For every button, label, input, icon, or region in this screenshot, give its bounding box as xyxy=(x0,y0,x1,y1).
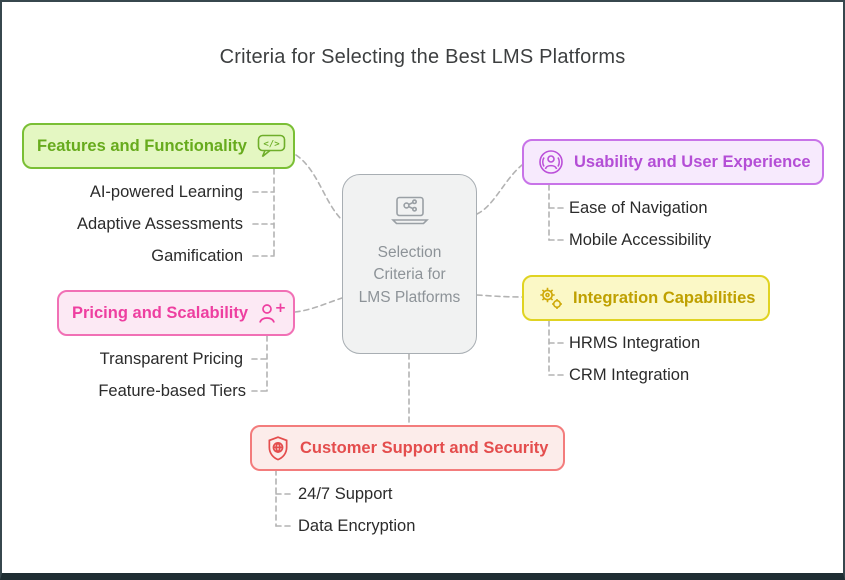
connector-leaf-stub xyxy=(252,191,275,257)
center-node: Selection Criteria for LMS Platforms xyxy=(342,174,477,354)
page-title: Criteria for Selecting the Best LMS Plat… xyxy=(219,46,626,68)
connector-center-integration xyxy=(476,294,523,298)
user-plus-icon xyxy=(257,300,287,326)
connector-center-pricing xyxy=(294,297,343,313)
leaf-item: CRM Integration xyxy=(569,366,690,384)
branch-features-label: Features and Functionality xyxy=(37,136,247,155)
svg-text:</>: </> xyxy=(263,139,280,149)
user-signal-icon xyxy=(537,148,565,176)
leaf-item: Data Encryption xyxy=(298,517,416,535)
connector-center-features xyxy=(295,154,343,221)
connector-center-usability xyxy=(476,164,523,215)
ai-code-bubble-icon: </> xyxy=(256,133,287,160)
laptop-network-icon xyxy=(390,195,430,232)
branch-pricing-pill: Pricing and Scalability xyxy=(57,290,295,336)
leaf-item: 24/7 Support xyxy=(298,485,393,503)
branch-integration-pill: Integration Capabilities xyxy=(522,275,770,321)
leaf-item: Feature-based Tiers xyxy=(98,382,246,400)
leaf-item: AI-powered Learning xyxy=(89,183,243,201)
connector-leaf-stub xyxy=(548,207,565,241)
branch-integration-label: Integration Capabilities xyxy=(573,288,756,307)
branch-usability-label: Usability and User Experience xyxy=(574,152,811,171)
leaf-item: Gamification xyxy=(151,247,243,265)
shield-globe-icon xyxy=(265,435,291,462)
branch-pricing-label: Pricing and Scalability xyxy=(72,303,249,322)
branch-support-pill: Customer Support and Security xyxy=(250,425,565,471)
gears-icon xyxy=(537,285,564,312)
leaf-item: HRMS Integration xyxy=(569,334,701,352)
branch-usability-pill: Usability and User Experience xyxy=(522,139,824,185)
connector-leaf-stub xyxy=(548,342,565,376)
leaf-item: Ease of Navigation xyxy=(569,199,708,217)
connector-leaf-stub xyxy=(275,493,293,527)
connector-leaf-stub xyxy=(251,358,268,392)
leaf-item: Mobile Accessibility xyxy=(569,231,712,249)
center-label: Selection Criteria for LMS Platforms xyxy=(358,244,461,306)
branch-support-label: Customer Support and Security xyxy=(300,438,549,457)
leaf-item: Transparent Pricing xyxy=(99,350,243,368)
leaf-item: Adaptive Assessments xyxy=(77,215,243,233)
branch-features-pill: Features and Functionality </> xyxy=(22,123,295,169)
